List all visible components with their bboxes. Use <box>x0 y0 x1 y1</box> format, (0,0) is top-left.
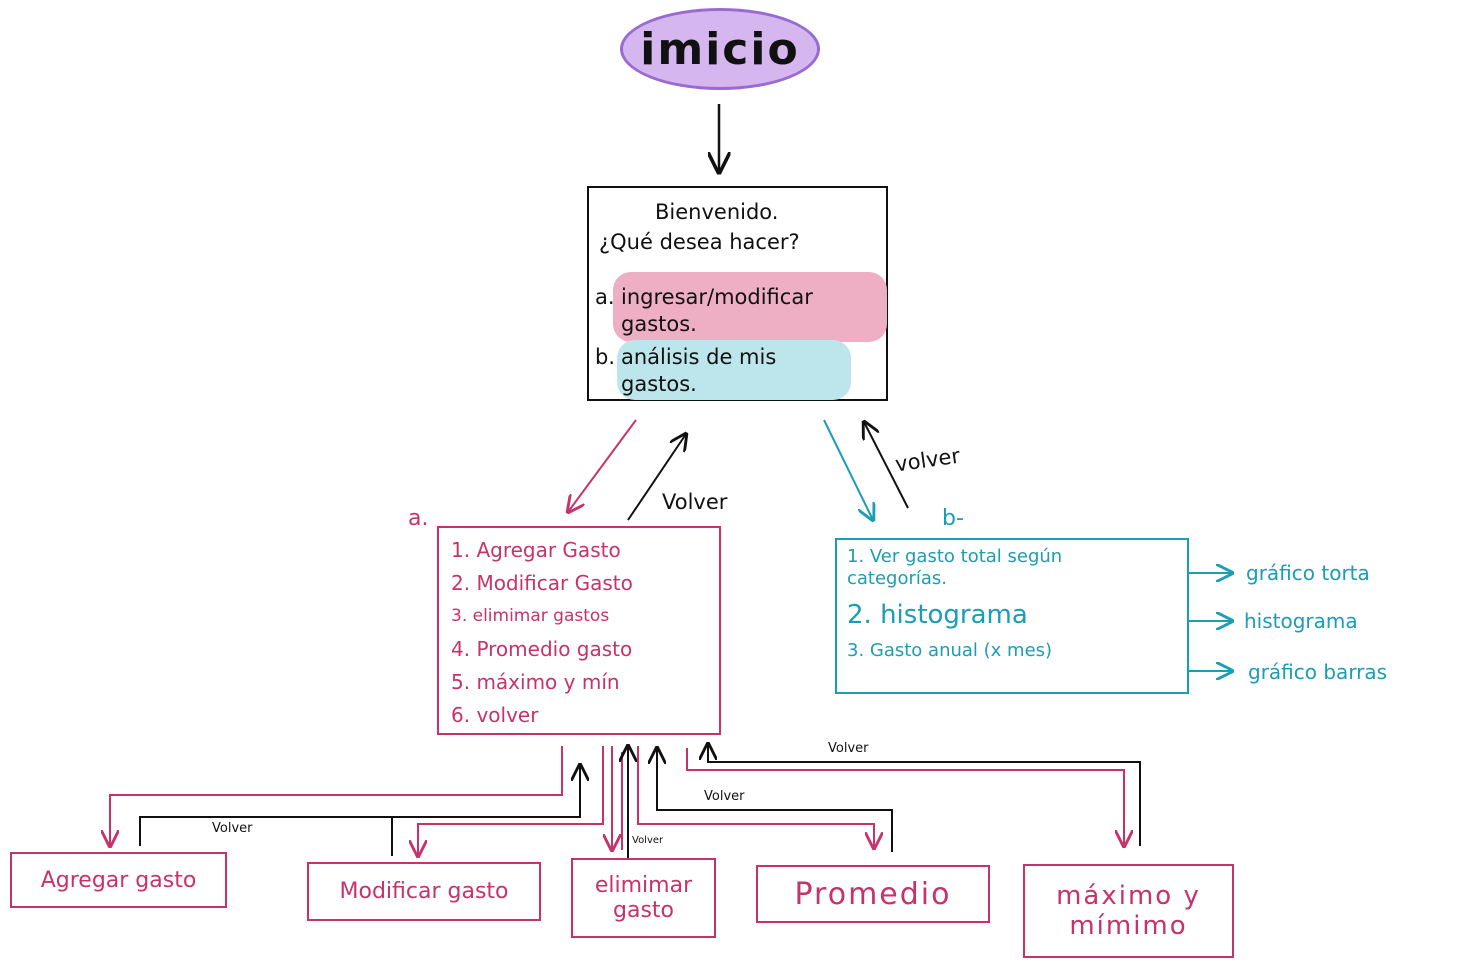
volver-label-maximo: Volver <box>828 741 869 756</box>
welcome-option-a: a.ingresar/modificar gastos. <box>595 284 871 338</box>
menu-a-tag: a. <box>408 506 429 531</box>
edge-from-promedio <box>657 748 893 852</box>
volver-label-a: Volver <box>662 490 728 514</box>
start-label: imicio <box>640 23 800 75</box>
highlight-option-a <box>613 272 887 342</box>
welcome-question: ¿Qué desea hacer? <box>599 230 800 254</box>
leaf-promedio: Promedio <box>756 865 990 923</box>
menu-a-item-volver: 6. volver <box>451 703 539 727</box>
leaf-eliminar-gasto: elimimar gasto <box>571 858 716 938</box>
menu-a-item-promedio: 4. Promedio gasto <box>451 637 633 661</box>
leaf-eliminar-gasto-label: elimimar gasto <box>594 873 693 923</box>
welcome-box: Bienvenido. ¿Qué desea hacer? a.ingresar… <box>587 186 888 401</box>
volver-label-eliminar: Volver <box>632 835 664 846</box>
edge-welcome-menu-b <box>823 419 873 520</box>
menu-b-item-total: 1. Ver gasto total según categorías. <box>847 546 1063 589</box>
edge-to-agregar <box>110 746 563 846</box>
leaf-maximo-minimo: máximo y mímimo <box>1023 864 1234 958</box>
output-grafico-barras: gráfico barras <box>1248 660 1388 684</box>
output-histograma: histograma <box>1244 609 1358 633</box>
leaf-agregar-gasto: Agregar gasto <box>10 852 227 908</box>
menu-b-item-histograma: 2. histograma <box>847 600 1028 630</box>
output-grafico-torta: gráfico torta <box>1246 561 1370 585</box>
menu-b-box: 1. Ver gasto total según categorías. 2. … <box>835 538 1189 694</box>
option-a-text: ingresar/modificar gastos. <box>621 285 813 336</box>
edge-from-maximo <box>708 744 1141 846</box>
leaf-modificar-gasto-label: Modificar gasto <box>339 879 509 904</box>
volver-label-promedio: Volver <box>704 789 745 804</box>
option-b-text: análisis de mis gastos. <box>621 345 777 396</box>
menu-a-item-modificar: 2. Modificar Gasto <box>451 571 633 595</box>
volver-label-agregar: Volver <box>212 821 253 836</box>
start-node: imicio <box>620 8 820 90</box>
edge-from-agregar <box>139 765 580 846</box>
edge-menu-a-volver <box>627 434 686 521</box>
option-b-marker: b. <box>595 345 616 369</box>
menu-a-item-agregar: 1. Agregar Gasto <box>451 538 621 562</box>
welcome-greeting: Bienvenido. <box>655 200 779 224</box>
menu-b-item-anual: 3. Gasto anual (x mes) <box>847 640 1053 661</box>
leaf-promedio-label: Promedio <box>794 876 952 912</box>
menu-b-tag: b- <box>942 506 964 531</box>
edge-to-modificar <box>418 746 604 856</box>
edge-menu-b-volver <box>864 422 909 509</box>
edge-welcome-menu-a <box>568 419 637 512</box>
option-a-marker: a. <box>595 285 615 309</box>
highlight-option-b <box>617 340 851 400</box>
leaf-maximo-minimo-label: máximo y mímimo <box>1056 881 1201 941</box>
leaf-agregar-gasto-label: Agregar gasto <box>40 867 197 893</box>
welcome-option-b: b.análisis de mis gastos. <box>595 344 851 398</box>
menu-a-item-maximo: 5. máximo y mín <box>451 670 620 694</box>
leaf-modificar-gasto: Modificar gasto <box>307 862 541 921</box>
menu-a-box: 1. Agregar Gasto 2. Modificar Gasto 3. e… <box>437 526 721 735</box>
edge-to-maximo <box>686 748 1124 846</box>
menu-a-item-eliminar: 3. elimimar gastos <box>451 606 610 626</box>
edge-to-promedio <box>637 746 874 848</box>
